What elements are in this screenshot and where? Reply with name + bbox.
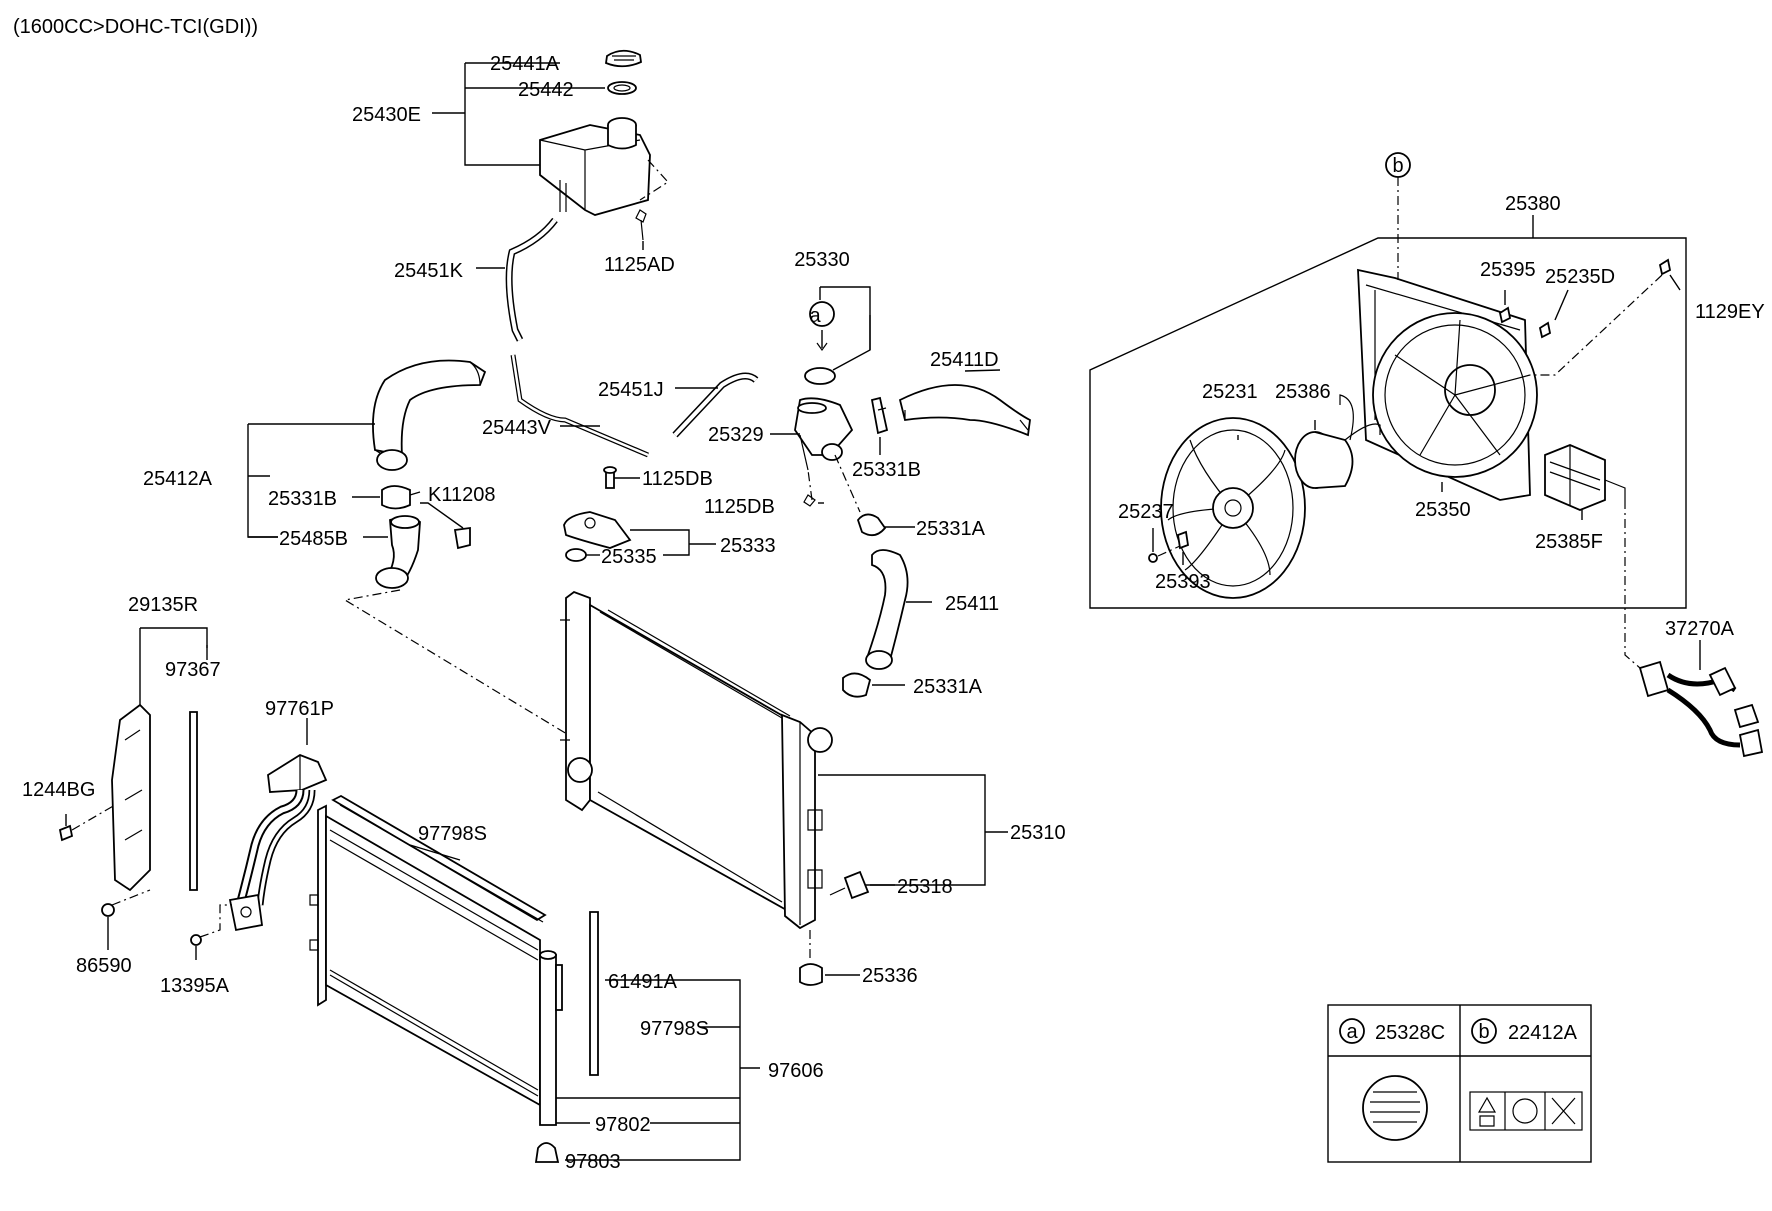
lower-hose-group: [842, 513, 932, 698]
label-97802: 97802: [595, 1114, 651, 1136]
label-25310: 25310: [1010, 822, 1066, 844]
label-97803: 97803: [565, 1151, 621, 1173]
label-25443V: 25443V: [482, 417, 552, 439]
legend-a-part: 25328C: [1375, 1022, 1445, 1044]
label-97606: 97606: [768, 1060, 824, 1082]
condenser: [309, 794, 760, 1163]
engine-spec-title: (1600CC>DOHC-TCI(GDI)): [13, 16, 258, 38]
legend-a-circle: a: [1346, 1021, 1358, 1043]
label-25411D: 25411D: [930, 349, 999, 371]
label-97367: 97367: [165, 659, 221, 681]
label-25329: 25329: [708, 424, 764, 446]
label-25485B: 25485B: [279, 528, 348, 550]
label-86590: 86590: [76, 955, 132, 977]
legend-b-circle: b: [1478, 1021, 1489, 1043]
label-25237: 25237: [1118, 501, 1174, 523]
label-25395: 25395: [1480, 259, 1536, 281]
label-1125AD: 1125AD: [604, 254, 675, 276]
label-25393: 25393: [1155, 571, 1211, 593]
label-25330: 25330: [794, 249, 850, 271]
fan-assembly-group: [1089, 152, 1687, 609]
callout-a: a: [809, 305, 821, 327]
label-25333: 25333: [720, 535, 776, 557]
upper-hose-left-group: [247, 359, 611, 761]
label-25430E: 25430E: [352, 104, 421, 126]
label-97798S-a: 97798S: [418, 823, 487, 845]
label-25451J: 25451J: [598, 379, 664, 401]
bypass-hose-group: [476, 217, 759, 458]
label-25331A-b: 25331A: [913, 676, 983, 698]
legend-b-part: 22412A: [1508, 1022, 1578, 1044]
label-37270A: 37270A: [1665, 618, 1735, 640]
label-1125DB-b: 1125DB: [704, 496, 775, 518]
side-bracket-group: [58, 627, 208, 950]
label-13395A: 13395A: [160, 975, 230, 997]
label-25385F: 25385F: [1535, 531, 1603, 553]
label-25336: 25336: [862, 965, 918, 987]
label-25451K: 25451K: [394, 260, 464, 282]
label-25350: 25350: [1415, 499, 1471, 521]
label-25380: 25380: [1505, 193, 1561, 215]
label-97761P: 97761P: [265, 698, 334, 720]
label-1125DB-a: 1125DB: [642, 468, 713, 490]
label-25331A-a: 25331A: [916, 518, 986, 540]
label-29135R: 29135R: [128, 594, 198, 616]
label-1244BG: 1244BG: [22, 779, 95, 801]
legend-table: [1327, 1004, 1592, 1163]
thermostat-group: [794, 286, 1031, 513]
label-25386: 25386: [1275, 381, 1331, 403]
ac-pipe-group: [190, 718, 328, 960]
label-K11208: K11208: [428, 484, 495, 506]
label-61491A: 61491A: [608, 971, 678, 993]
wiring-harness-group: [1624, 500, 1764, 758]
label-25331B-top: 25331B: [852, 459, 921, 481]
label-25231: 25231: [1202, 381, 1258, 403]
label-25335: 25335: [601, 546, 657, 568]
label-25442: 25442: [518, 79, 574, 101]
radiator: [560, 590, 1008, 986]
label-25331B-left: 25331B: [268, 488, 337, 510]
label-1129EY: 1129EY: [1695, 301, 1765, 323]
callout-b: b: [1392, 155, 1403, 177]
label-25412A: 25412A: [143, 468, 213, 490]
label-25318: 25318: [897, 876, 953, 898]
radiator-top-fittings: [563, 466, 716, 562]
reservoir-group: [432, 49, 669, 250]
label-25441A: 25441A: [490, 53, 560, 75]
label-97798S-b: 97798S: [640, 1018, 709, 1040]
label-25411: 25411: [945, 593, 999, 615]
label-25235D: 25235D: [1545, 266, 1615, 288]
